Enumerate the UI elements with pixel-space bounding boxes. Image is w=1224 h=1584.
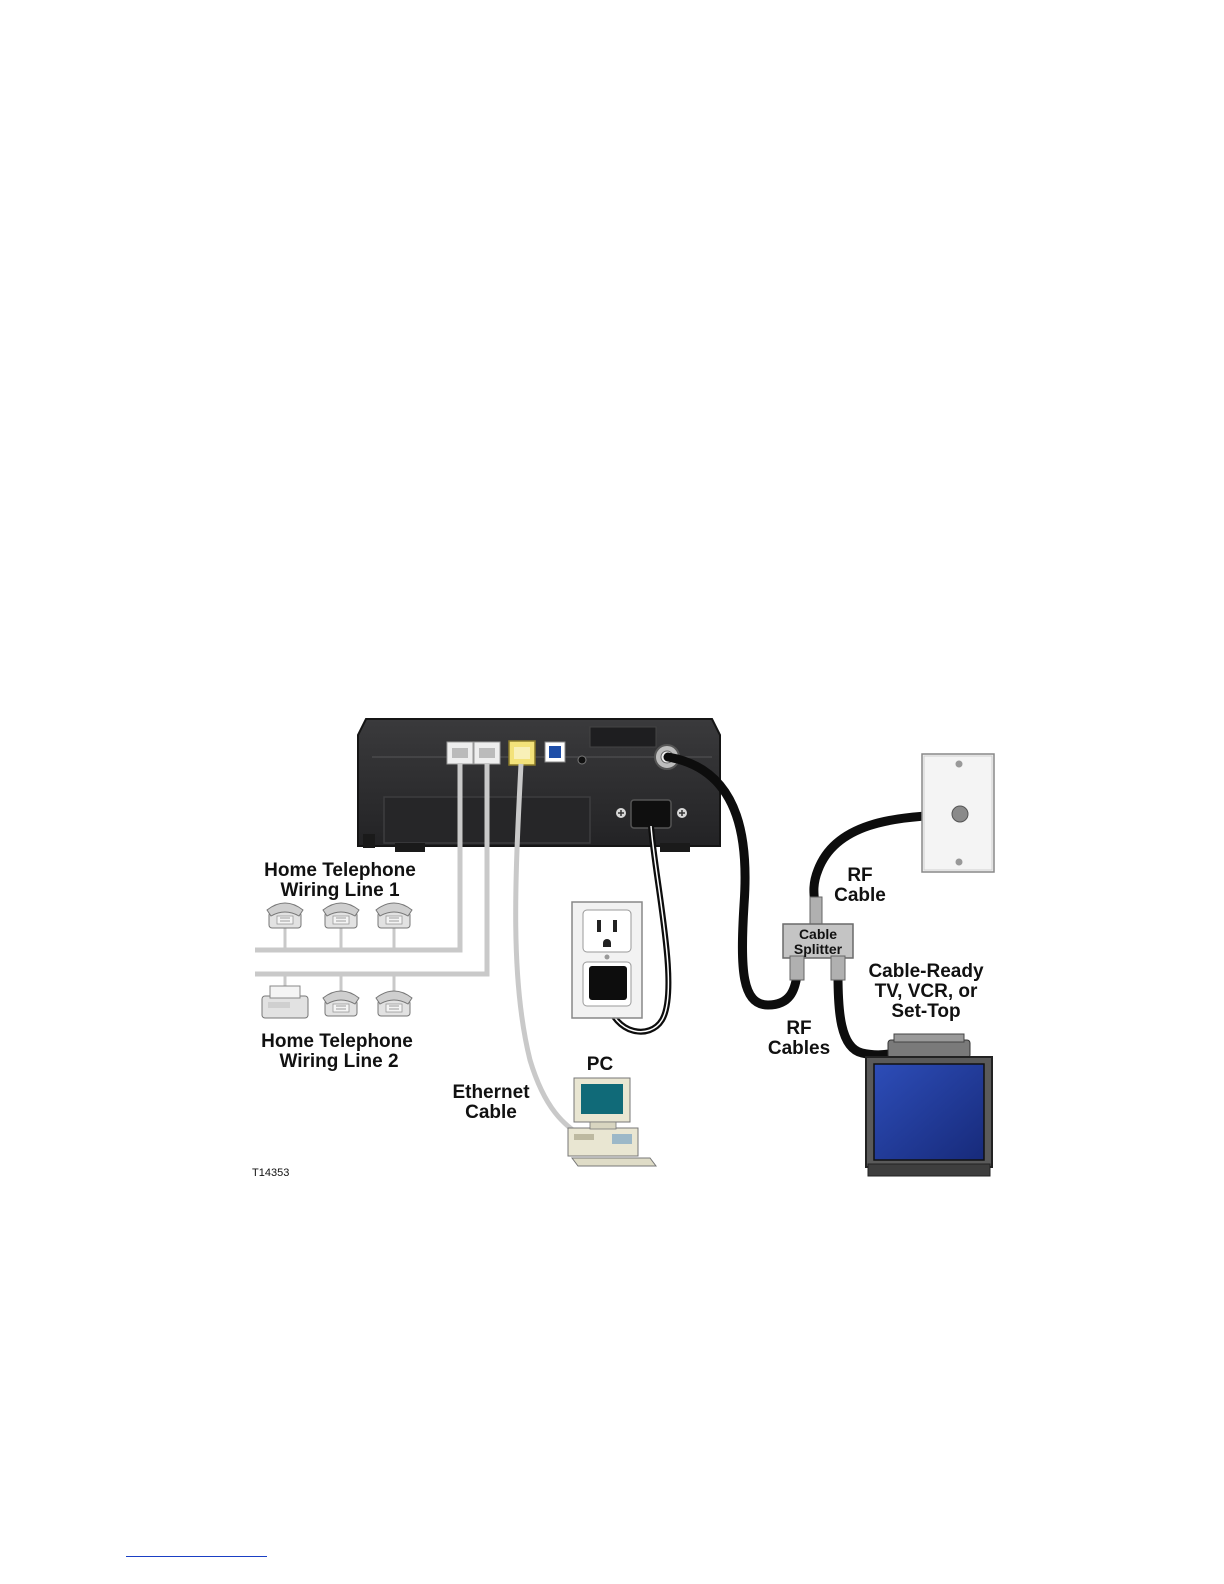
telephone-ports [447,742,500,764]
footnote-rule [126,1556,267,1557]
reset-button [578,756,586,764]
label-home-telephone-line-1-b: Wiring Line 1 [280,880,400,901]
splitter-label-line-1: Cable [799,926,837,942]
label-rf-cables-a: RF [786,1018,811,1039]
label-rf-cable-a: RF [847,865,872,886]
label-rf-cables-b: Cables [768,1038,830,1059]
label-ethernet-cable-b: Cable [465,1102,517,1123]
telephone-icon [376,991,412,1016]
label-rf-cable-b: Cable [834,885,886,906]
label-pc: PC [587,1054,614,1075]
label-cable-ready-b: TV, VCR, or [875,981,978,1002]
cable-splitter: Cable Splitter [783,897,853,980]
pc-computer-icon [568,1078,656,1166]
wall-coax-outlet [922,754,994,872]
label-cable-ready-c: Set-Top [891,1001,960,1022]
electrical-outlet [572,902,642,1018]
splitter-label-line-2: Splitter [794,941,843,957]
fax-machine-icon [262,986,308,1018]
label-cable-ready-a: Cable-Ready [868,961,984,982]
label-home-telephone-line-1-a: Home Telephone [264,860,416,881]
telephone-icon [267,903,303,928]
telephones-line-2 [262,986,412,1018]
cable-modem [358,719,720,852]
telephone-icon [376,903,412,928]
telephones-line-1 [267,903,412,928]
label-ethernet-cable-a: Ethernet [452,1082,530,1103]
figure-id: T14353 [252,1167,289,1179]
telephone-icon [323,903,359,928]
label-home-telephone-line-2-a: Home Telephone [261,1031,413,1052]
telephone-icon [323,991,359,1016]
label-home-telephone-line-2-b: Wiring Line 2 [279,1051,398,1072]
